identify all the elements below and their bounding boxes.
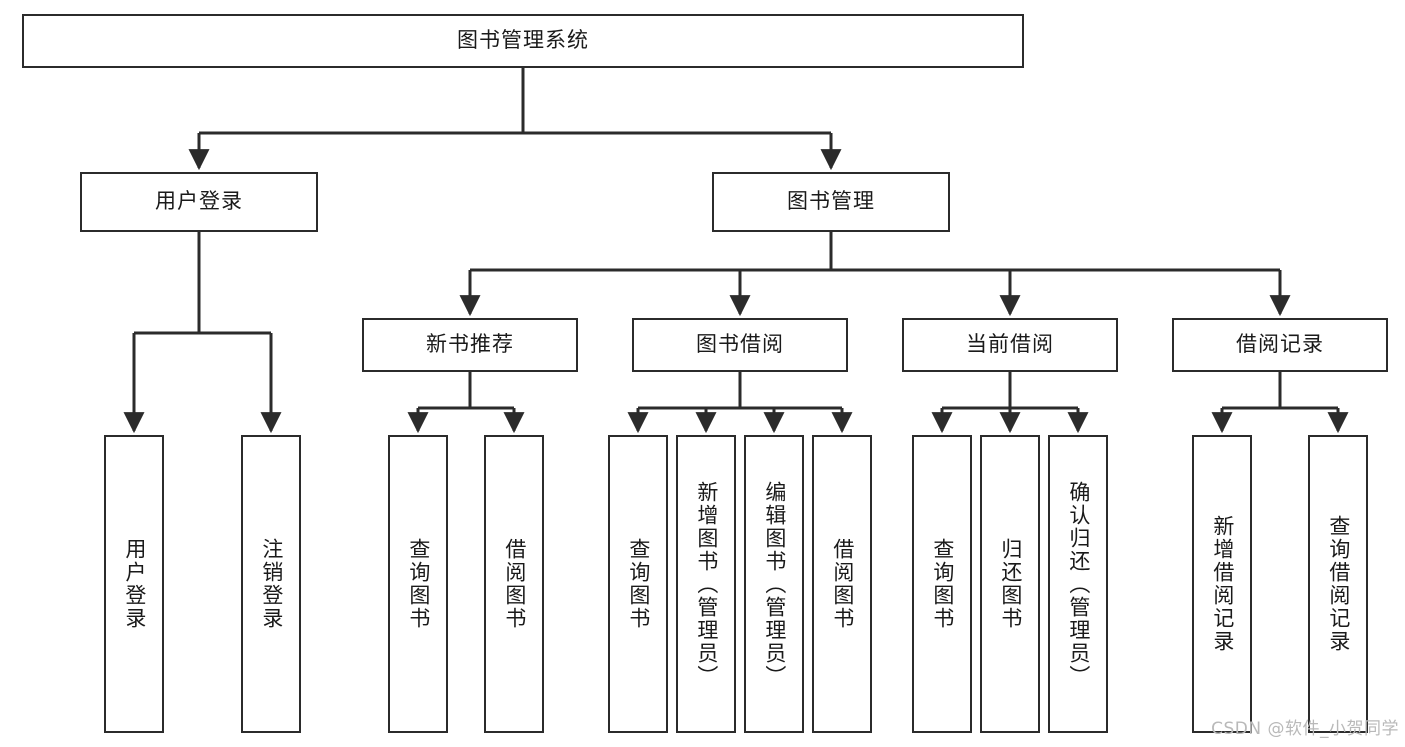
node-label: 新增借阅记录 bbox=[1210, 515, 1235, 653]
node-borrowing-record[interactable]: 借阅记录 bbox=[1172, 318, 1388, 372]
leaf-current-borrow-query-books[interactable]: 查询图书 bbox=[912, 435, 972, 733]
node-label: 确认归还（管理员） bbox=[1066, 480, 1091, 688]
node-root-book-management-system[interactable]: 图书管理系统 bbox=[22, 14, 1024, 68]
leaf-borrow-record-add-record[interactable]: 新增借阅记录 bbox=[1192, 435, 1252, 733]
node-label: 借阅图书 bbox=[502, 538, 527, 630]
node-label: 注销登录 bbox=[259, 538, 284, 630]
node-label: 借阅图书 bbox=[830, 538, 855, 630]
leaf-new-book-query-books[interactable]: 查询图书 bbox=[388, 435, 448, 733]
node-label: 用户登录 bbox=[155, 189, 243, 214]
node-label: 新书推荐 bbox=[426, 332, 514, 357]
leaf-user-login-signout[interactable]: 注销登录 bbox=[241, 435, 301, 733]
leaf-book-borrow-edit-book-admin[interactable]: 编辑图书（管理员） bbox=[744, 435, 804, 733]
node-label: 查询图书 bbox=[626, 538, 651, 630]
node-label: 当前借阅 bbox=[966, 332, 1054, 357]
node-current-borrowing[interactable]: 当前借阅 bbox=[902, 318, 1118, 372]
leaf-borrow-record-query-record[interactable]: 查询借阅记录 bbox=[1308, 435, 1368, 733]
node-label: 图书管理系统 bbox=[457, 28, 589, 53]
node-label: 编辑图书（管理员） bbox=[762, 480, 787, 688]
leaf-current-borrow-return-books[interactable]: 归还图书 bbox=[980, 435, 1040, 733]
node-new-book-recommendation[interactable]: 新书推荐 bbox=[362, 318, 578, 372]
node-label: 借阅记录 bbox=[1236, 332, 1324, 357]
node-user-login[interactable]: 用户登录 bbox=[80, 172, 318, 232]
node-label: 归还图书 bbox=[998, 538, 1023, 630]
leaf-book-borrow-borrow-books[interactable]: 借阅图书 bbox=[812, 435, 872, 733]
leaf-new-book-borrow-books[interactable]: 借阅图书 bbox=[484, 435, 544, 733]
node-label: 用户登录 bbox=[122, 538, 147, 630]
leaf-user-login-signin[interactable]: 用户登录 bbox=[104, 435, 164, 733]
node-book-management[interactable]: 图书管理 bbox=[712, 172, 950, 232]
node-label: 图书借阅 bbox=[696, 332, 784, 357]
leaf-book-borrow-query-books[interactable]: 查询图书 bbox=[608, 435, 668, 733]
node-label: 查询图书 bbox=[930, 538, 955, 630]
leaf-current-borrow-confirm-return-admin[interactable]: 确认归还（管理员） bbox=[1048, 435, 1108, 733]
node-label: 查询图书 bbox=[406, 538, 431, 630]
node-label: 新增图书（管理员） bbox=[694, 480, 719, 688]
node-label: 查询借阅记录 bbox=[1326, 515, 1351, 653]
leaf-book-borrow-add-book-admin[interactable]: 新增图书（管理员） bbox=[676, 435, 736, 733]
csdn-watermark: CSDN @软件_小贺同学 bbox=[1211, 719, 1399, 739]
node-book-borrowing[interactable]: 图书借阅 bbox=[632, 318, 848, 372]
node-label: 图书管理 bbox=[787, 189, 875, 214]
